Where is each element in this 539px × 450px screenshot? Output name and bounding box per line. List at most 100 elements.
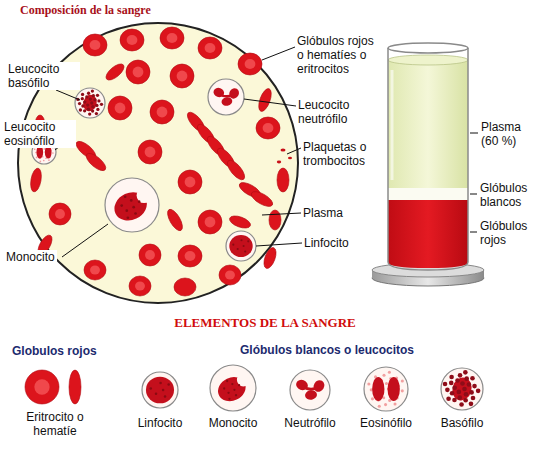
red-blood-cell — [256, 117, 280, 139]
cell-label: Leucocito basófilo — [6, 62, 80, 90]
nucleus — [450, 375, 474, 402]
leader-line — [470, 133, 478, 134]
granule — [449, 381, 454, 386]
granule — [52, 152, 54, 154]
red-blood-cell — [165, 207, 186, 233]
cell-center — [34, 379, 49, 394]
leader-line — [470, 232, 477, 233]
granule — [43, 160, 45, 162]
lymphocyte-cell — [142, 372, 178, 408]
cell-center — [205, 43, 216, 53]
leader-line — [256, 243, 302, 246]
red-blood-cell — [29, 167, 43, 192]
cell-name: Basófilo — [422, 416, 502, 430]
red-blood-cell — [25, 370, 59, 404]
granule — [231, 383, 233, 385]
nucleus — [146, 377, 174, 404]
cell-name: Eritrocito o hematíe — [15, 410, 95, 438]
granule — [83, 109, 86, 112]
platelet — [288, 157, 292, 160]
red-blood-cell — [126, 60, 150, 84]
granule — [162, 389, 165, 392]
red-blood-cell — [269, 210, 281, 230]
cell-center — [55, 209, 65, 219]
cell-center — [90, 266, 100, 275]
red-blood-cell — [174, 278, 196, 296]
red-blood-cell — [83, 34, 107, 56]
granule — [155, 392, 158, 395]
granule — [36, 157, 38, 159]
cell-center — [115, 103, 126, 114]
cell-label: Plasma — [303, 206, 363, 220]
nucleus — [311, 378, 326, 394]
granule — [471, 396, 476, 401]
leader-lines — [55, 47, 478, 257]
granule — [247, 240, 249, 242]
red-blood-cell — [256, 87, 274, 113]
granule — [93, 98, 96, 101]
granule — [89, 97, 92, 100]
granule — [43, 148, 45, 150]
granule — [457, 390, 462, 395]
granule — [48, 159, 50, 161]
leader-line — [470, 194, 477, 195]
white-cell-layer — [388, 188, 468, 200]
granule — [95, 104, 98, 107]
granule — [401, 379, 404, 382]
granule — [240, 239, 242, 241]
granule — [469, 390, 474, 395]
nucleus — [110, 187, 152, 226]
cell-name: Monocito — [193, 416, 273, 430]
group-heading: Glóbulos blancos o leucocitos — [240, 343, 480, 357]
red-blood-cell — [198, 210, 222, 234]
section-heading: ELEMENTOS DE LA SANGRE — [100, 316, 430, 330]
nucleus-bridge — [302, 386, 319, 389]
granule — [452, 398, 457, 403]
granule — [81, 93, 84, 96]
granule — [458, 373, 463, 378]
granule — [452, 385, 457, 390]
granule — [134, 212, 137, 215]
granule — [226, 380, 228, 382]
cell-label: Leucocito neutrófilo — [298, 98, 378, 126]
cell-label: Leucocito eosinófilo — [2, 120, 76, 148]
granule — [83, 100, 86, 103]
red-blood-cell — [178, 245, 202, 267]
cell-row — [25, 365, 483, 411]
nucleus — [214, 373, 250, 406]
granule — [460, 381, 465, 386]
cell-center — [185, 177, 196, 188]
layer-label: Plasma (60 %) — [481, 120, 535, 148]
granule — [91, 105, 94, 108]
layer-label: Glóbulos rojos — [480, 219, 536, 247]
cell-center — [133, 67, 144, 78]
red-blood-cell — [170, 64, 194, 88]
granule — [96, 108, 99, 111]
red-blood-cell — [49, 203, 71, 225]
granule — [445, 388, 450, 393]
cell-center — [127, 35, 138, 45]
red-blood-cell — [238, 53, 262, 75]
red-blood-cell — [249, 189, 275, 210]
granule — [371, 397, 374, 400]
red-blood-cell — [84, 150, 109, 173]
granule — [462, 387, 467, 392]
granule — [91, 109, 94, 112]
leader-line — [287, 148, 301, 154]
lymphocyte-cell — [226, 231, 256, 261]
cell-name: Eosinófilo — [346, 416, 426, 430]
test-tube — [372, 43, 484, 286]
red-blood-cell — [120, 29, 144, 51]
granule — [472, 384, 477, 389]
red-blood-cell — [129, 276, 151, 296]
nucleus — [227, 86, 241, 100]
cell-center — [205, 217, 216, 228]
granule — [164, 395, 167, 398]
leader-line — [56, 90, 80, 100]
basophil-cell — [441, 368, 483, 410]
leader-line — [262, 213, 301, 215]
granule — [100, 103, 103, 106]
granule — [86, 103, 89, 106]
tube-rim — [388, 43, 468, 53]
